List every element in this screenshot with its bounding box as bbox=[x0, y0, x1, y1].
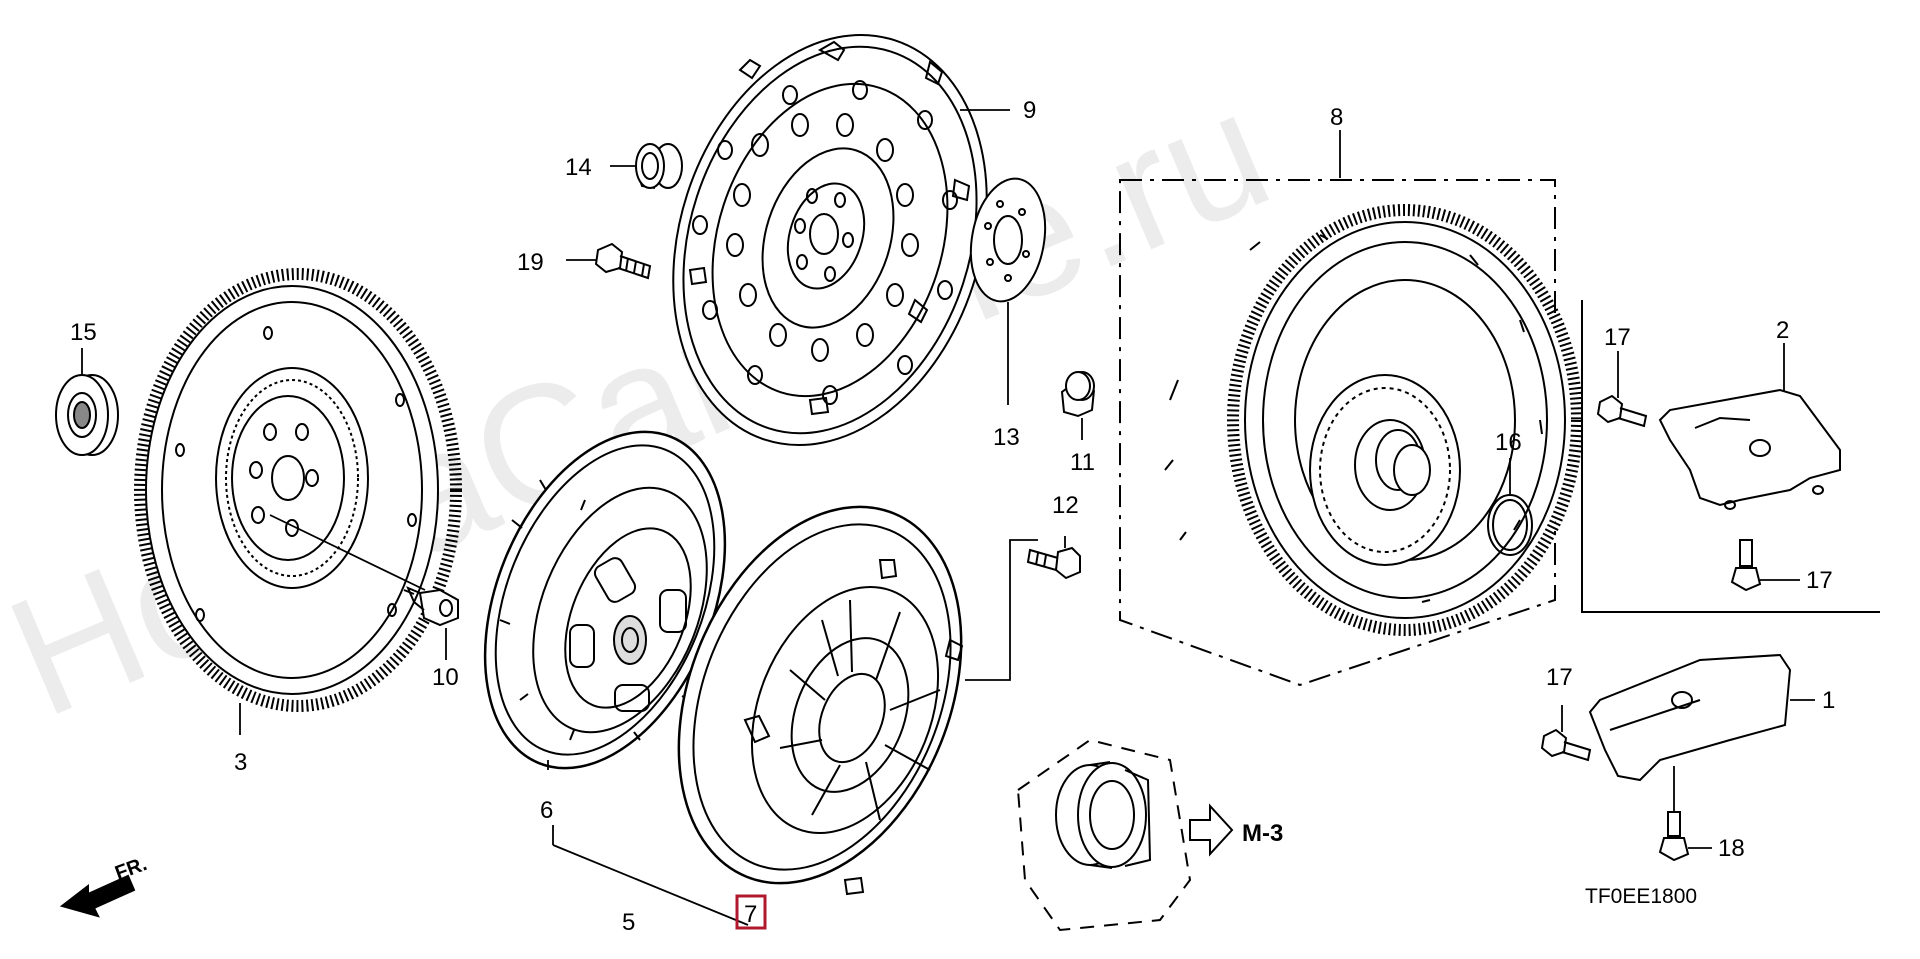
release-bearing bbox=[1016, 738, 1192, 932]
o-ring-16 bbox=[1487, 494, 1533, 556]
front-arrow-icon bbox=[59, 874, 136, 918]
front-indicator-label: FR. bbox=[112, 853, 150, 885]
cover-1 bbox=[1588, 653, 1792, 782]
callout-12[interactable]: 12 bbox=[1052, 492, 1079, 519]
torque-converter-8 bbox=[1119, 179, 1583, 687]
leader-lines bbox=[81, 109, 1815, 926]
bolt-18 bbox=[1658, 811, 1690, 862]
callout-3[interactable]: 3 bbox=[234, 749, 247, 776]
part-7-highlight bbox=[735, 894, 767, 930]
callout-19[interactable]: 19 bbox=[517, 249, 544, 276]
bolt-12 bbox=[1026, 546, 1081, 580]
clutch-disc-6 bbox=[483, 430, 727, 770]
bolt-11 bbox=[1060, 371, 1095, 418]
bearing-15 bbox=[55, 374, 119, 456]
callout-8[interactable]: 8 bbox=[1330, 104, 1343, 131]
callout-17-lower[interactable]: 17 bbox=[1806, 567, 1833, 594]
callout-18[interactable]: 18 bbox=[1718, 835, 1745, 862]
bracket-group-frame bbox=[1581, 300, 1880, 613]
diagram-code: TF0EE1800 bbox=[1585, 885, 1697, 908]
callout-15[interactable]: 15 bbox=[70, 319, 97, 346]
callout-6[interactable]: 6 bbox=[540, 797, 553, 824]
callout-17-side[interactable]: 17 bbox=[1546, 664, 1573, 691]
callout-9[interactable]: 9 bbox=[1023, 97, 1036, 124]
pressure-plate-7 bbox=[677, 505, 964, 896]
bolt-17-side bbox=[1540, 728, 1592, 762]
bolt-10 bbox=[403, 586, 459, 627]
callout-2[interactable]: 2 bbox=[1776, 317, 1789, 344]
flywheel-3 bbox=[134, 268, 462, 712]
bolt-19 bbox=[594, 242, 652, 280]
bolt-17-upper bbox=[1596, 394, 1648, 428]
callout-7[interactable]: 7 bbox=[744, 901, 757, 928]
reference-label[interactable]: M-3 bbox=[1242, 820, 1283, 847]
callout-17-upper[interactable]: 17 bbox=[1604, 324, 1631, 351]
callout-5[interactable]: 5 bbox=[622, 909, 635, 936]
bolt-17-lower bbox=[1730, 539, 1762, 592]
cover-2 bbox=[1658, 388, 1841, 510]
callout-10[interactable]: 10 bbox=[432, 664, 459, 691]
reference-arrow-icon bbox=[1189, 803, 1234, 857]
callout-1[interactable]: 1 bbox=[1822, 687, 1835, 714]
callout-16[interactable]: 16 bbox=[1495, 429, 1522, 456]
callout-14[interactable]: 14 bbox=[565, 154, 592, 181]
spacer-13 bbox=[969, 177, 1047, 303]
callout-11[interactable]: 11 bbox=[1070, 449, 1095, 476]
callout-13[interactable]: 13 bbox=[993, 424, 1020, 451]
drive-plate-9 bbox=[672, 33, 988, 447]
bushing-14 bbox=[634, 143, 683, 189]
